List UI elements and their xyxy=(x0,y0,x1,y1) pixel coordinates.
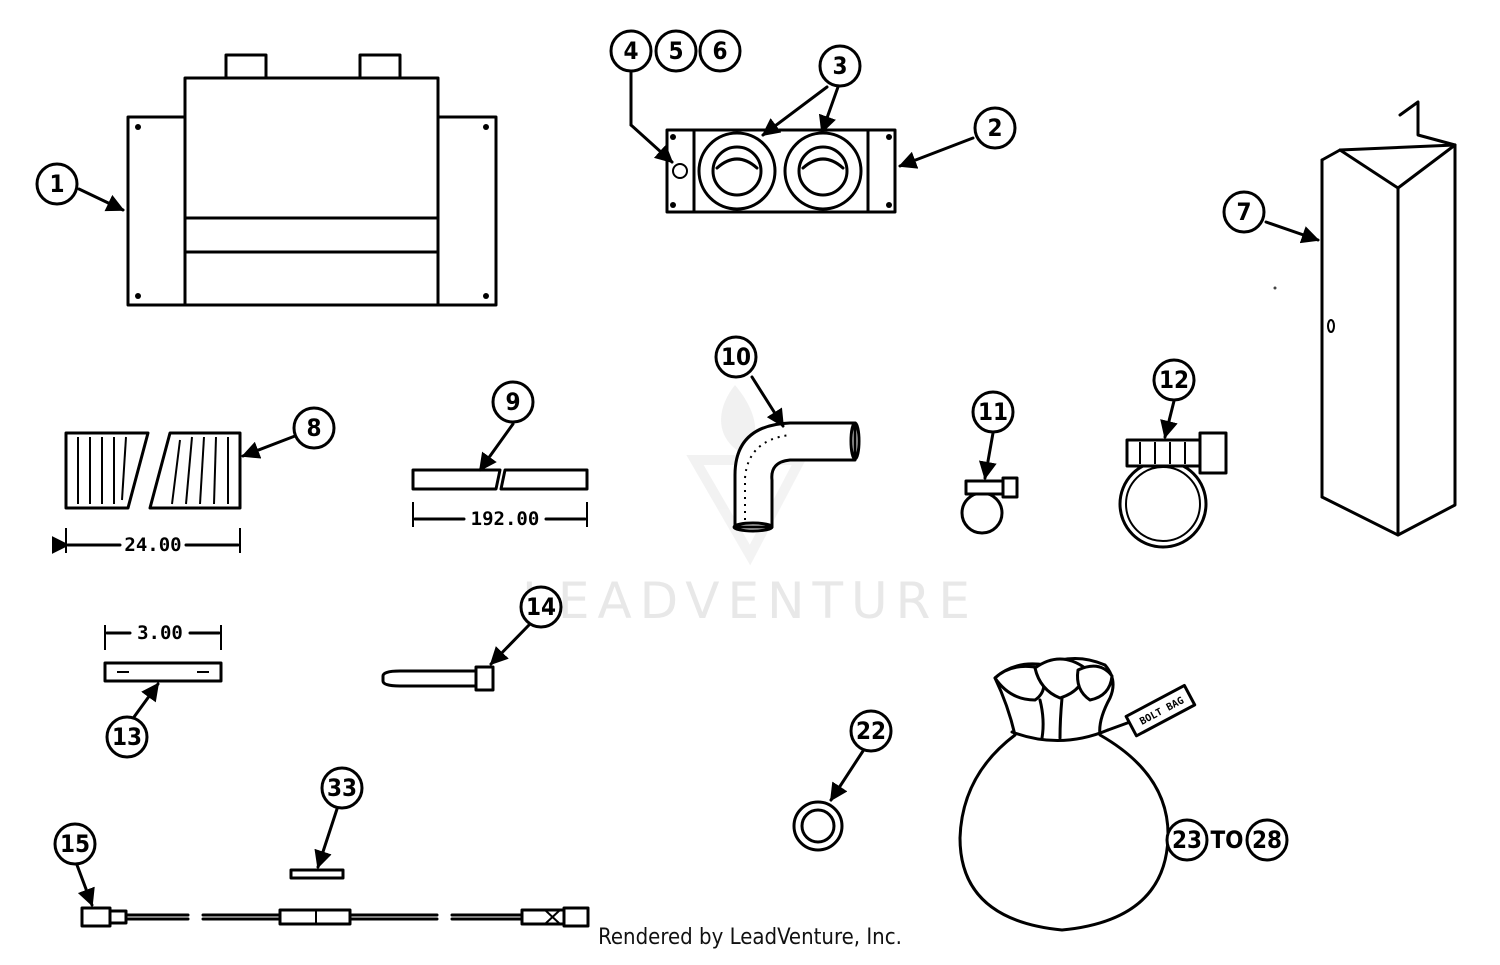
part-22-grommet xyxy=(792,800,844,852)
callout-23: 23 xyxy=(1165,818,1209,862)
callout-7: 7 xyxy=(1222,190,1266,234)
part-12-large-clamp xyxy=(1118,431,1228,549)
svg-text:22: 22 xyxy=(856,717,886,745)
svg-text:9: 9 xyxy=(505,388,520,416)
svg-text:10: 10 xyxy=(721,343,751,371)
part-13-coupler xyxy=(103,661,223,683)
part-7-channel-bracket xyxy=(1320,100,1457,537)
callout-14: 14 xyxy=(519,585,563,629)
watermark-text: LEADVENTURE xyxy=(522,572,978,630)
svg-text:12: 12 xyxy=(1159,366,1189,394)
svg-text:15: 15 xyxy=(60,830,90,858)
callout-3: 3 xyxy=(818,44,862,88)
dimension-3-label: 3.00 xyxy=(137,622,183,644)
part-15-wire-harness xyxy=(80,906,590,928)
part-8-filters xyxy=(64,431,242,510)
svg-text:28: 28 xyxy=(1252,826,1282,854)
svg-text:14: 14 xyxy=(526,593,556,621)
svg-text:7: 7 xyxy=(1236,198,1251,226)
callout-15: 15 xyxy=(53,822,97,866)
callout-8: 8 xyxy=(292,406,336,450)
dimension-24: 24.00 xyxy=(51,528,241,556)
callout-12: 12 xyxy=(1152,358,1196,402)
callout-13: 13 xyxy=(105,715,149,759)
part-14-probe xyxy=(381,665,495,692)
footer-credit: Rendered by LeadVenture, Inc. xyxy=(598,925,902,950)
svg-text:23: 23 xyxy=(1172,826,1202,854)
parts-23-28-bolt-bag: BOLT BAG xyxy=(958,657,1197,932)
callout-4: 4 xyxy=(609,29,653,73)
part-11-small-clamp xyxy=(960,476,1019,535)
part-10-elbow-hose xyxy=(732,421,861,533)
dimension-3: 3.00 xyxy=(104,622,222,650)
callouts: 1 2 3 4 5 6 7 8 9 10 11 12 13 14 15 33 2… xyxy=(35,29,1289,866)
svg-text:5: 5 xyxy=(668,37,683,65)
svg-text:13: 13 xyxy=(112,723,142,751)
callout-9: 9 xyxy=(491,380,535,424)
callout-range-word: TO xyxy=(1210,826,1243,854)
watermark: LEADVENTURE xyxy=(522,385,978,630)
callout-1: 1 xyxy=(35,162,79,206)
svg-text:1: 1 xyxy=(49,170,64,198)
dimension-192: 192.00 xyxy=(412,502,588,530)
part-33-spacer xyxy=(289,868,345,880)
svg-text:3: 3 xyxy=(832,52,847,80)
dimension-24-label: 24.00 xyxy=(124,534,181,556)
callout-5: 5 xyxy=(654,29,698,73)
callout-10: 10 xyxy=(714,335,758,379)
callout-6: 6 xyxy=(698,29,742,73)
svg-text:8: 8 xyxy=(306,414,321,442)
svg-text:11: 11 xyxy=(978,398,1008,426)
part-9-strip xyxy=(411,468,589,491)
part-1-heater-box xyxy=(126,53,498,307)
callout-22: 22 xyxy=(849,709,893,753)
svg-text:4: 4 xyxy=(623,37,638,65)
leader-lines xyxy=(75,70,1320,907)
part-2-vent-plate xyxy=(665,128,897,214)
callout-33: 33 xyxy=(320,766,364,810)
svg-text:2: 2 xyxy=(987,114,1002,142)
callout-28: 28 xyxy=(1245,818,1289,862)
callout-11: 11 xyxy=(971,390,1015,434)
dimension-192-label: 192.00 xyxy=(471,508,540,530)
svg-text:33: 33 xyxy=(327,774,357,802)
callout-2: 2 xyxy=(973,106,1017,150)
svg-text:6: 6 xyxy=(712,37,727,65)
